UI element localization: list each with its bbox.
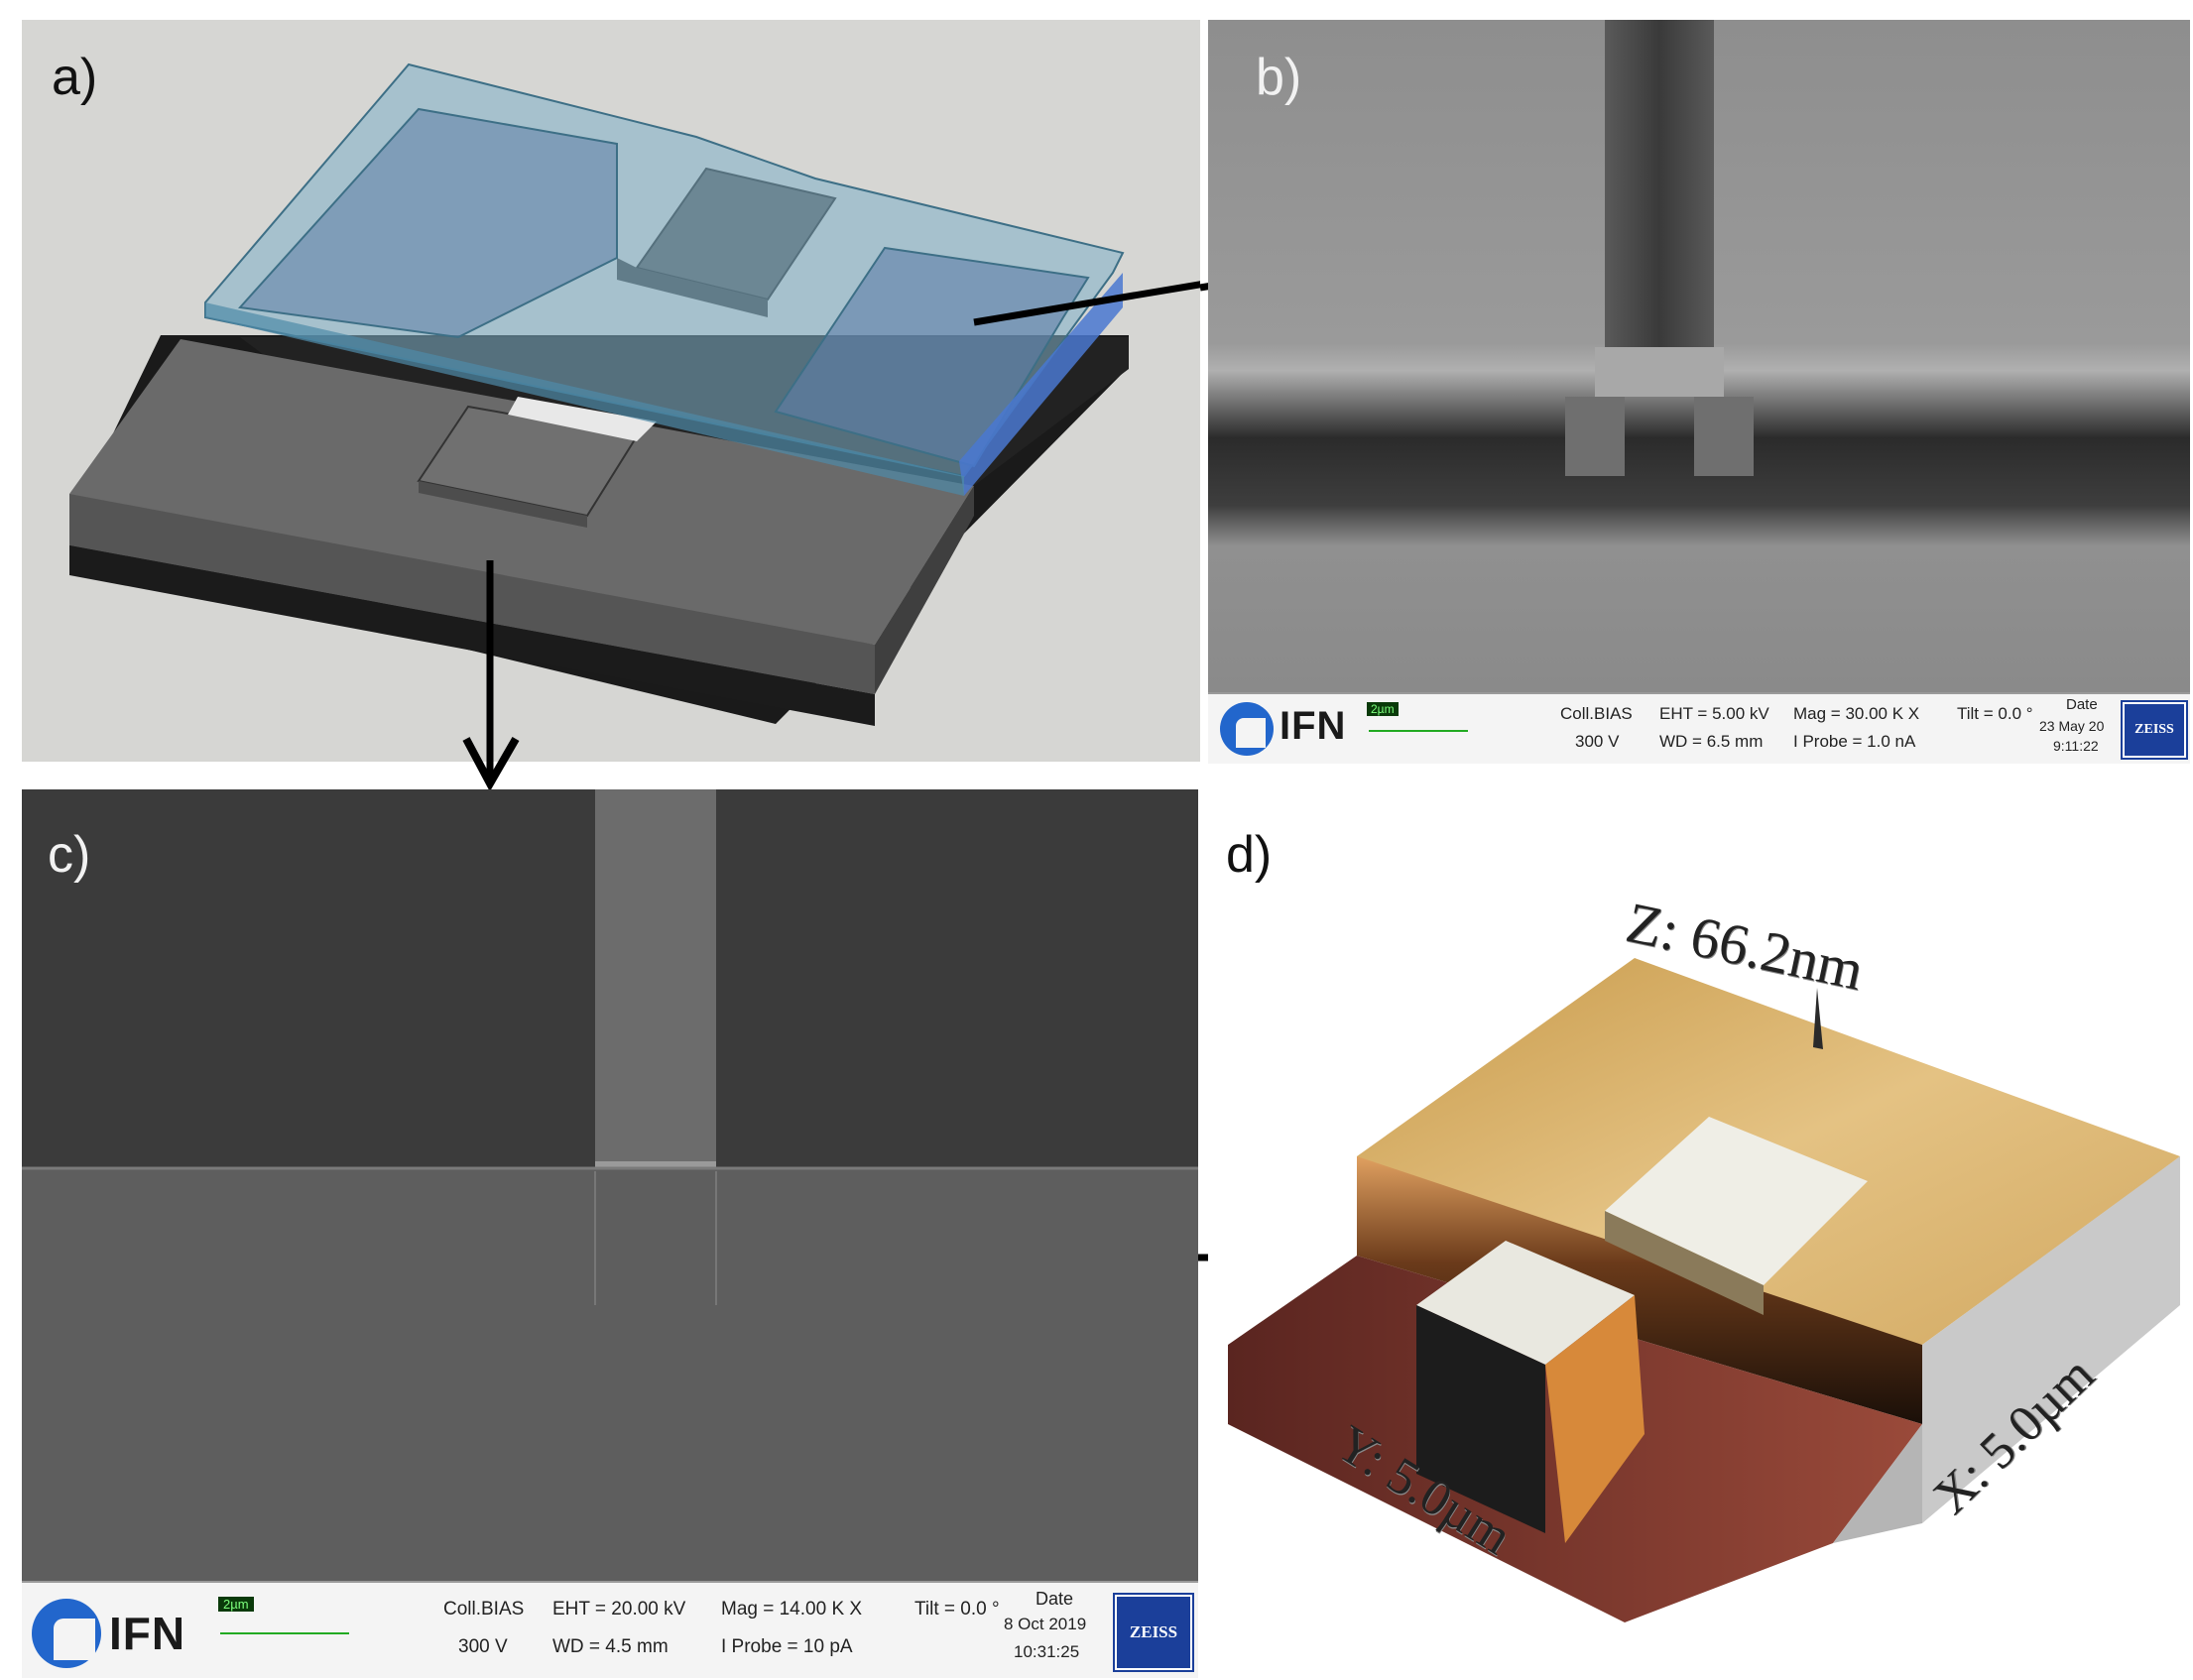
colbias-label: Coll.BIAS bbox=[443, 1599, 525, 1620]
panel-c-sem: c) IFN 2µm Coll.BIAS 300 V EHT = 20.00 k… bbox=[22, 789, 1198, 1678]
sem-c-image bbox=[22, 789, 1198, 1581]
center-strip bbox=[595, 789, 716, 1161]
iprobe-value: I Probe = 10 pA bbox=[721, 1636, 853, 1657]
bottom-electrode-front bbox=[69, 494, 875, 694]
panel-c-label: c) bbox=[48, 826, 91, 884]
sem-c-infobar: IFN 2µm Coll.BIAS 300 V EHT = 20.00 kV W… bbox=[22, 1581, 1198, 1678]
sem-b-image bbox=[1208, 20, 2190, 694]
left-well bbox=[237, 107, 618, 339]
zeiss-logo: ZEISS bbox=[2121, 700, 2188, 760]
scale-bar-label: 2µm bbox=[218, 1597, 254, 1612]
afm-3d-image bbox=[1228, 958, 2180, 1622]
afm-lower-block bbox=[1416, 1241, 1635, 1365]
afm-step-face bbox=[1357, 1156, 1922, 1424]
bottom-electrode-side bbox=[875, 486, 974, 694]
arrow-to-b bbox=[973, 281, 1200, 326]
ifn-logo-text: IFN bbox=[109, 1608, 186, 1659]
panel-b-label: b) bbox=[1256, 49, 1302, 106]
panel-a-schematic: a) bbox=[22, 20, 1200, 762]
afm-spike bbox=[1813, 988, 1823, 1049]
afm-right-side bbox=[1922, 1156, 2180, 1523]
wd-value: WD = 6.5 mm bbox=[1659, 732, 1764, 751]
zeiss-logo: ZEISS bbox=[1113, 1593, 1194, 1672]
sem-b-infobar: IFN 2µm Coll.BIAS 300 V EHT = 5.00 kV WD… bbox=[1208, 692, 2190, 764]
colbias-value: 300 V bbox=[1575, 732, 1620, 751]
scale-bar-label: 2µm bbox=[1367, 702, 1399, 716]
date-label: Date bbox=[2066, 696, 2098, 713]
afm-upper-strip bbox=[1605, 1117, 1868, 1285]
time-value: 9:11:22 bbox=[2053, 738, 2099, 754]
device-schematic bbox=[69, 62, 1200, 762]
scale-bar bbox=[220, 1632, 349, 1634]
mag-value: Mag = 30.00 K X bbox=[1793, 704, 1920, 723]
date-label: Date bbox=[1036, 1589, 1074, 1609]
time-value: 10:31:25 bbox=[1014, 1642, 1080, 1661]
panel-d-afm: d) Z: 66.2nm Y: 5.0µm X: 5.0µm bbox=[1208, 789, 2190, 1678]
scale-bar bbox=[1369, 730, 1468, 732]
iprobe-value: I Probe = 1.0 nA bbox=[1793, 732, 1916, 751]
mag-value: Mag = 14.00 K X bbox=[721, 1599, 863, 1620]
eht-value: EHT = 5.00 kV bbox=[1659, 704, 1769, 723]
right-electrode-face bbox=[959, 273, 1123, 496]
date-value: 23 May 20 bbox=[2039, 718, 2105, 734]
wd-value: WD = 4.5 mm bbox=[552, 1636, 669, 1657]
colbias-label: Coll.BIAS bbox=[1560, 704, 1633, 723]
panel-b-sem: b) IFN 2µm Coll.BIAS 300 V EHT = 5.00 kV… bbox=[1208, 20, 2190, 764]
tilt-value: Tilt = 0.0 ° bbox=[914, 1599, 1000, 1620]
panel-a-label: a) bbox=[52, 49, 98, 106]
tilt-value: Tilt = 0.0 ° bbox=[1957, 704, 2033, 723]
ifn-logo-text: IFN bbox=[1279, 704, 1347, 748]
panel-d-label: d) bbox=[1226, 826, 1273, 884]
right-well bbox=[774, 246, 1090, 468]
vertical-pillar bbox=[1605, 20, 1714, 347]
colbias-value: 300 V bbox=[458, 1636, 508, 1657]
date-value: 8 Oct 2019 bbox=[1004, 1615, 1087, 1633]
eht-value: EHT = 20.00 kV bbox=[552, 1599, 686, 1620]
